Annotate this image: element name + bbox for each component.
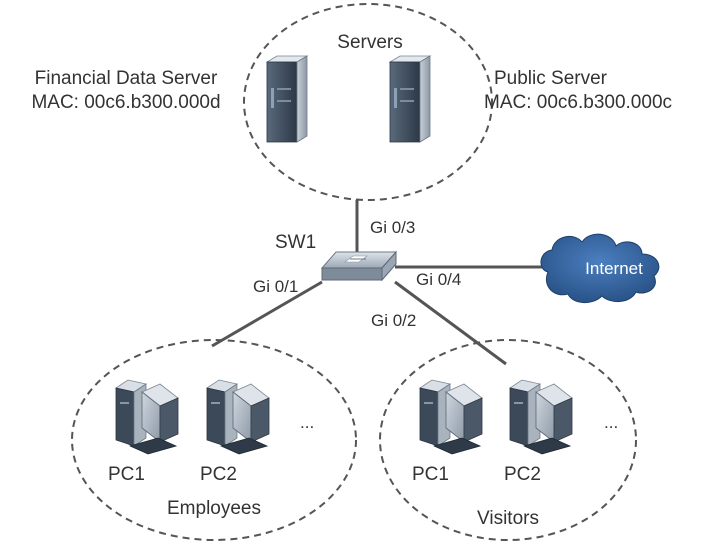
port-gi01-label: Gi 0/1 bbox=[253, 277, 298, 296]
visitors-group-boundary bbox=[379, 339, 637, 541]
servers-group-boundary bbox=[243, 3, 493, 201]
employees-group-label: Employees bbox=[167, 498, 261, 519]
visitors-group-label: Visitors bbox=[477, 508, 539, 529]
employees-group-boundary bbox=[71, 339, 357, 541]
public-server-mac: MAC: 00c6.b300.000c bbox=[484, 92, 672, 113]
financial-server-mac: MAC: 00c6.b300.000d bbox=[31, 92, 220, 113]
visitor-pc1-label: PC1 bbox=[412, 464, 449, 485]
financial-server-name: Financial Data Server bbox=[35, 68, 218, 89]
port-gi02-label: Gi 0/2 bbox=[371, 311, 416, 330]
public-server-name: Public Server bbox=[494, 68, 608, 89]
employee-pc2-icon bbox=[206, 379, 270, 455]
public-server-icon bbox=[389, 55, 431, 143]
internet-cloud-icon bbox=[540, 233, 660, 303]
internet-label: Internet bbox=[585, 259, 643, 278]
employee-pc2-label: PC2 bbox=[200, 464, 237, 485]
employee-pc1-icon bbox=[115, 379, 179, 455]
port-gi03-label: Gi 0/3 bbox=[370, 218, 415, 237]
visitor-pc2-icon bbox=[509, 379, 573, 455]
visitor-pc1-icon bbox=[419, 379, 483, 455]
financial-server-icon bbox=[266, 55, 308, 143]
servers-group-label: Servers bbox=[337, 32, 402, 53]
employee-more-ellipsis: ... bbox=[300, 413, 314, 432]
port-gi04-label: Gi 0/4 bbox=[416, 270, 461, 289]
link-gi01 bbox=[211, 280, 323, 348]
switch-name-label: SW1 bbox=[275, 232, 316, 253]
visitor-pc2-label: PC2 bbox=[504, 464, 541, 485]
link-gi02 bbox=[394, 280, 507, 366]
switch-icon bbox=[320, 250, 398, 282]
visitor-more-ellipsis: ... bbox=[604, 413, 618, 432]
employee-pc1-label: PC1 bbox=[108, 464, 145, 485]
